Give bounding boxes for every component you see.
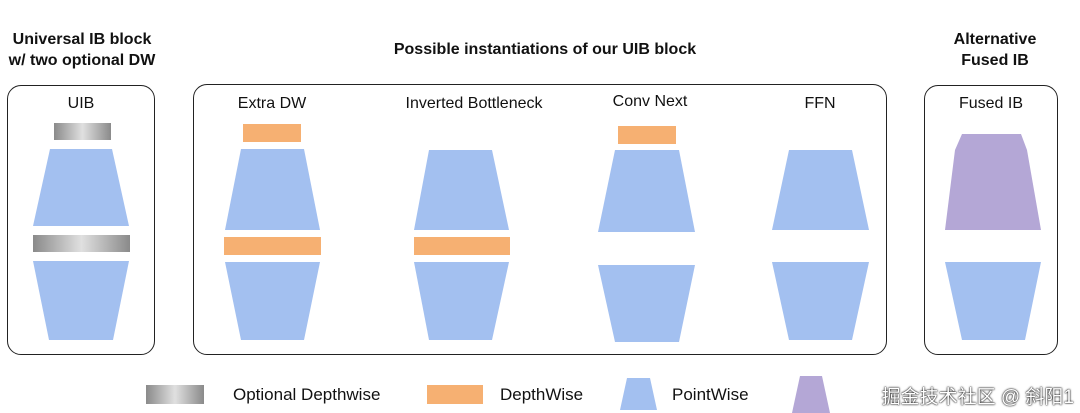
- extra-dw-depthwise-middle: [224, 237, 321, 255]
- uib-pointwise-project: [33, 261, 129, 340]
- uib-label: UIB: [67, 95, 95, 112]
- instantiations-panel: [193, 84, 887, 355]
- legend-pointwise-label: PointWise: [672, 385, 749, 404]
- extra-dw-pointwise-project: [225, 262, 320, 340]
- universal-ib-heading-line1: Universal IB block: [12, 31, 152, 48]
- legend-fused-swatch: [792, 376, 830, 413]
- ffn-label: FFN: [804, 95, 836, 112]
- inverted-bottleneck-pointwise-project: [414, 262, 509, 340]
- inverted-bottleneck-depthwise: [414, 237, 510, 255]
- uib-pointwise-expand: [33, 149, 129, 226]
- conv-next-pointwise-expand: [598, 150, 695, 232]
- fused-ib-pointwise-project: [945, 262, 1041, 340]
- universal-ib-heading: Universal IB block w/ two optional DW: [2, 29, 162, 71]
- alternative-heading-line1: Alternative: [953, 31, 1037, 48]
- inverted-bottleneck-label: Inverted Bottleneck: [405, 95, 543, 112]
- universal-ib-heading-line2: w/ two optional DW: [8, 52, 156, 69]
- legend-depthwise-swatch: [427, 385, 483, 404]
- uib-panel: [7, 85, 155, 355]
- legend-optional-depthwise-label: Optional Depthwise: [233, 385, 381, 404]
- legend-depthwise-label: DepthWise: [500, 385, 584, 404]
- alternative-fused-ib-heading: Alternative Fused IB: [915, 29, 1075, 71]
- extra-dw-pointwise-expand: [225, 149, 320, 230]
- fused-ib-fused-conv: [945, 134, 1041, 230]
- fused-ib-panel: [924, 85, 1058, 355]
- ffn-pointwise-project: [772, 262, 869, 340]
- ffn-pointwise-expand: [772, 150, 869, 230]
- conv-next-label: Conv Next: [612, 93, 688, 110]
- alternative-heading-line2: Fused IB: [961, 52, 1029, 69]
- extra-dw-label: Extra DW: [237, 95, 307, 112]
- watermark: 掘金技术社区 @ 斜阳1: [881, 387, 1074, 408]
- uib-optional-dw-top: [54, 123, 111, 140]
- legend-optional-depthwise-swatch: [146, 385, 204, 404]
- legend-pointwise-swatch: [620, 378, 657, 410]
- possible-instantiations-heading: Possible instantiations of our UIB block: [393, 41, 697, 58]
- uib-optional-dw-middle: [33, 235, 130, 252]
- inverted-bottleneck-pointwise-expand: [414, 150, 509, 230]
- conv-next-pointwise-project: [598, 265, 695, 342]
- extra-dw-depthwise-top: [243, 124, 301, 142]
- conv-next-depthwise: [618, 126, 676, 144]
- fused-ib-label: Fused IB: [958, 95, 1024, 112]
